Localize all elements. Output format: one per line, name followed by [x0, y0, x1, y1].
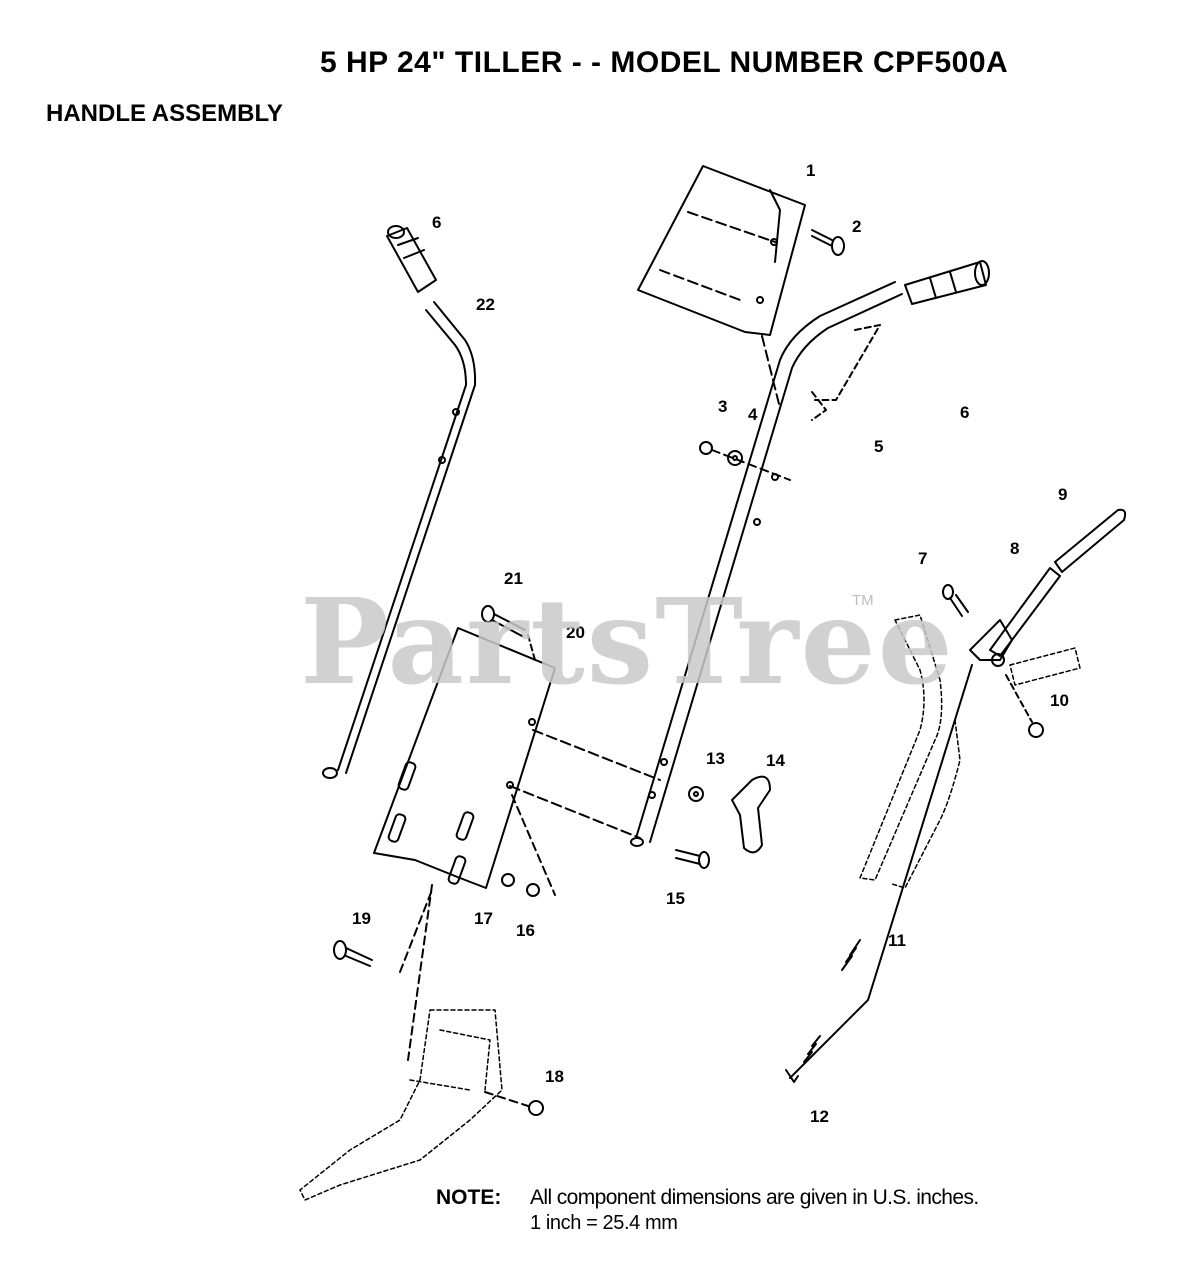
part-12-rod-end: [785, 1069, 799, 1083]
callout-22: 22: [476, 295, 495, 314]
part-18-nut: [528, 1100, 544, 1116]
part-11-shift-rod: [789, 664, 973, 1079]
watermark-trademark: TM: [852, 592, 874, 609]
callout-6-left: 6: [432, 213, 441, 232]
note-text: All component dimensions are given in U.…: [530, 1186, 979, 1209]
callout-5: 5: [874, 437, 883, 456]
part-7-bolt: [942, 584, 969, 617]
callout-4: 4: [748, 405, 758, 424]
part-19-bolt: [333, 940, 373, 967]
callout-20: 20: [566, 623, 585, 642]
callout-numbers: 1 2 3 4 5 6 6 7 8 9 10 11 12 13 14 15 16…: [352, 161, 1069, 1126]
callout-16: 16: [516, 921, 535, 940]
callout-15: 15: [666, 889, 685, 908]
part-3-nut: [699, 441, 713, 455]
callout-10: 10: [1050, 691, 1069, 710]
callout-21: 21: [504, 569, 523, 588]
part-22-left-handle: [322, 301, 477, 779]
callout-11: 11: [888, 931, 906, 950]
part-5-right-handle: [630, 281, 903, 847]
part-6-left-grip: [386, 225, 437, 293]
part-1-control-panel: [637, 165, 806, 409]
callout-2: 2: [852, 217, 861, 236]
callout-13: 13: [706, 749, 725, 768]
part-10-nut: [1028, 722, 1044, 738]
part-9-grip: [1054, 508, 1127, 573]
part-6-right-grip: [904, 260, 990, 305]
tiller-frame-phantom: [299, 1009, 503, 1201]
part-2-screw: [811, 229, 845, 256]
callout-6-right: 6: [960, 403, 969, 422]
part-8-lever: [969, 567, 1061, 667]
section-title: HANDLE ASSEMBLY: [46, 100, 283, 127]
note-conversion: 1 inch = 25.4 mm: [530, 1212, 678, 1234]
callout-14: 14: [766, 751, 785, 770]
callout-7: 7: [918, 549, 927, 568]
phantom-handle: [859, 614, 1081, 889]
part-13-washer: [688, 786, 704, 802]
callout-17: 17: [474, 909, 493, 928]
callout-12: 12: [810, 1107, 829, 1126]
callout-19: 19: [352, 909, 371, 928]
part-15-bolt: [675, 849, 710, 869]
callout-1: 1: [806, 161, 815, 180]
part-4-washer: [727, 450, 743, 466]
part-20-bracket: [373, 627, 556, 889]
part-14-knob: [731, 775, 771, 854]
callout-9: 9: [1058, 485, 1067, 504]
callout-8: 8: [1010, 539, 1019, 558]
watermark: PartsTree: [300, 572, 955, 711]
part-21-bolt: [481, 605, 536, 661]
callout-3: 3: [718, 397, 727, 416]
note-label: NOTE:: [436, 1186, 502, 1209]
callout-18: 18: [545, 1067, 564, 1086]
part-16-nut: [526, 883, 540, 897]
page-title: 5 HP 24" TILLER - - MODEL NUMBER CPF500A: [320, 46, 1009, 79]
part-17-nut: [501, 873, 515, 887]
